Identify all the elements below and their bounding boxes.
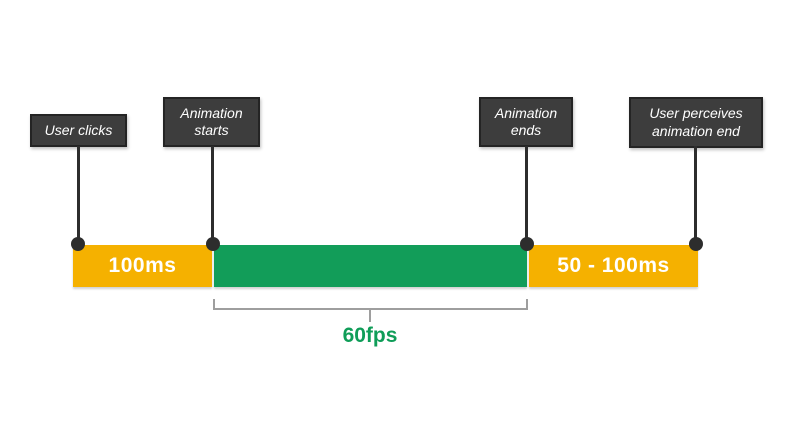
callout-animation-ends: Animation ends [479, 97, 573, 147]
segment-animation-60fps [214, 245, 527, 287]
callout-user-perceives-animation-end: User perceives animation end [629, 97, 763, 148]
fps-bracket-horizontal [213, 308, 528, 310]
event-dot-user-perceives [689, 237, 703, 251]
callout-user-clicks: User clicks [30, 114, 127, 147]
fps-label: 60fps [342, 324, 398, 347]
connector-line-user-clicks [77, 146, 80, 244]
connector-line-animation-starts [211, 146, 214, 244]
callout-animation-starts: Animation starts [163, 97, 260, 147]
fps-bracket-left-tick [213, 299, 215, 310]
callout-user-perceives-animation-end-label: User perceives animation end [649, 105, 743, 139]
segment-input-delay: 100ms [73, 245, 212, 287]
event-dot-animation-starts [206, 237, 220, 251]
segment-input-delay-label: 100ms [108, 254, 177, 277]
fps-bracket-center-tick [369, 310, 371, 322]
timeline-bar: 100ms 50 - 100ms [73, 245, 698, 287]
callout-animation-starts-label: Animation starts [180, 104, 243, 138]
event-dot-animation-ends [520, 237, 534, 251]
event-dot-user-clicks [71, 237, 85, 251]
segment-perception-delay-label: 50 - 100ms [557, 254, 670, 277]
segment-perception-delay: 50 - 100ms [529, 245, 698, 287]
fps-bracket-right-tick [526, 299, 528, 310]
connector-line-user-perceives [694, 146, 697, 244]
callout-animation-ends-label: Animation ends [494, 104, 558, 138]
callout-user-clicks-label: User clicks [44, 121, 113, 138]
connector-line-animation-ends [525, 146, 528, 244]
